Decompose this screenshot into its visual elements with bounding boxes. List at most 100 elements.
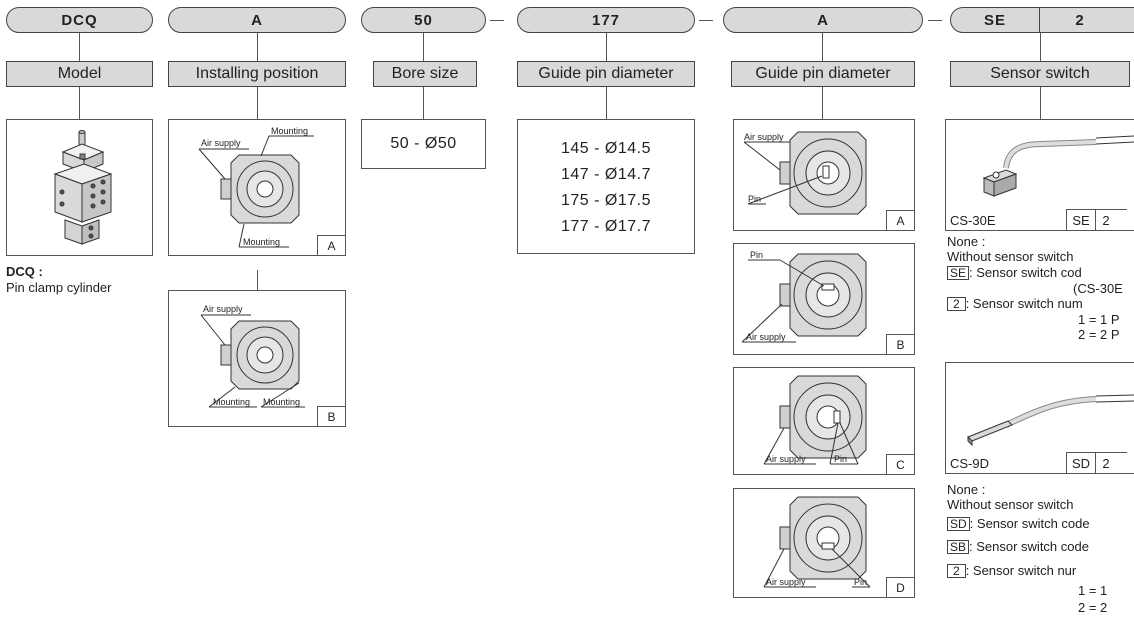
pin-diameter-option: 177 - Ø17.7: [561, 218, 651, 235]
option-tag: A: [317, 235, 345, 255]
connector: [79, 33, 80, 61]
connector: [606, 87, 607, 119]
separator-dash: [928, 20, 942, 21]
mounting-label: Mounting: [263, 397, 300, 407]
bore-option: 50 - Ø50: [390, 135, 457, 152]
air-supply-label: Air supply: [746, 332, 786, 342]
sensor-num: 2: [1102, 455, 1110, 471]
model-code: DCQ :: [6, 264, 43, 279]
option-tag: D: [886, 577, 914, 597]
sensor-cs9d-illustration: [967, 394, 1134, 447]
pin-diagram-a: Air supply Pin: [743, 131, 867, 215]
connector: [79, 87, 80, 119]
connector: [423, 33, 424, 61]
separator-dash: [490, 20, 504, 21]
sensor-code-box: SE: [947, 266, 970, 280]
sensor-code-tag: SE 2: [1066, 209, 1127, 230]
code-pill-installing: A: [168, 7, 346, 33]
code-pill-bore: 50: [361, 7, 486, 33]
pin-position-option-c: Air supply Pin C: [733, 367, 915, 475]
sensor-num: 2: [1075, 11, 1085, 29]
sensor-num-desc: : Sensor switch num: [965, 296, 1083, 311]
connector: [257, 33, 258, 61]
connector: [257, 270, 258, 290]
sensor-code-box: SD: [947, 517, 970, 531]
air-supply-label: Air supply: [766, 454, 806, 464]
pin-diameter-option: 147 - Ø14.7: [561, 166, 651, 183]
sensor-num-row: 2: Sensor switch nur: [947, 563, 1076, 578]
installing-option-a: Air supply Mounting Mounting A: [168, 119, 346, 256]
code-pill-pin-position: A: [723, 7, 923, 33]
pin-label: Pin: [748, 194, 761, 204]
label-pin-position: Guide pin diameter: [731, 61, 915, 87]
mounting-label: Mounting: [213, 397, 250, 407]
pin-label: Pin: [854, 577, 867, 587]
label-model: Model: [6, 61, 153, 87]
pin-diameter-option: 145 - Ø14.5: [561, 140, 651, 157]
label-sensor: Sensor switch: [950, 61, 1130, 87]
sensor-code-model: (CS-30E: [1073, 281, 1123, 296]
connector: [1040, 87, 1041, 119]
sensor-num-1: 1 = 1 P: [1078, 312, 1120, 327]
model-image-box: [6, 119, 153, 256]
sensor-code-desc: : Sensor switch code: [969, 516, 1090, 531]
sensor-model: CS-9D: [950, 456, 990, 471]
sensor-code-row: SD: Sensor switch code: [947, 516, 1090, 531]
model-desc: Pin clamp cylinder: [6, 280, 112, 295]
pin-position-option-d: Air supply Pin D: [733, 488, 915, 598]
pin-label: Pin: [834, 454, 847, 464]
connector: [606, 33, 607, 61]
sensor-cs30e-illustration: [982, 135, 1134, 197]
pin-position-option-b: Pin Air supply B: [733, 243, 915, 355]
air-supply-label: Air supply: [203, 304, 243, 314]
sensor-code-row: SE: Sensor switch cod: [947, 265, 1082, 280]
label-pin-diameter: Guide pin diameter: [517, 61, 695, 87]
code-pill-pin-diameter: 177: [517, 7, 695, 33]
separator-dash: [699, 20, 713, 21]
label-bore: Bore size: [373, 61, 477, 87]
sensor-num-2: 2 = 2 P: [1078, 327, 1120, 342]
sensor-none-label: None :: [947, 234, 986, 249]
air-supply-label: Air supply: [744, 132, 784, 142]
sensor-code: SD: [1067, 453, 1096, 473]
sensor-code: SE: [1067, 210, 1096, 230]
option-tag: B: [886, 334, 914, 354]
sensor-code: SE: [951, 8, 1040, 32]
pin-diagram-d: Air supply Pin: [763, 496, 871, 588]
sensor-num-1: 1 = 1: [1078, 583, 1108, 598]
installing-diagram-b: Air supply Mounting Mounting: [200, 304, 305, 408]
connector: [423, 87, 424, 119]
air-supply-label: Air supply: [766, 577, 806, 587]
installing-diagram-a: Air supply Mounting Mounting: [198, 126, 314, 248]
pin-label: Pin: [750, 250, 763, 260]
installing-option-b: Air supply Mounting Mounting B: [168, 290, 346, 427]
pin-diameter-options-box: 145 - Ø14.5 147 - Ø14.7 175 - Ø17.5 177 …: [517, 119, 695, 254]
sensor-none-desc: Without sensor switch: [947, 497, 1074, 512]
connector: [822, 33, 823, 61]
sensor-sd-box: CS-9D SD 2: [945, 362, 1134, 474]
sensor-num-box: 2: [947, 564, 966, 578]
connector: [822, 87, 823, 119]
mounting-label: Mounting: [243, 237, 280, 247]
sensor-num-2: 2 = 2: [1078, 600, 1108, 615]
pin-position-option-a: Air supply Pin A: [733, 119, 915, 231]
sensor-se-box: CS-30E SE 2: [945, 119, 1134, 231]
sensor-code-desc: : Sensor switch cod: [969, 265, 1082, 280]
sensor-code-desc: : Sensor switch code: [969, 539, 1089, 554]
air-supply-label: Air supply: [201, 138, 241, 148]
sensor-code-row: SB: Sensor switch code: [947, 539, 1089, 554]
mounting-label: Mounting: [271, 126, 308, 136]
connector: [257, 87, 258, 119]
connector: [1040, 33, 1041, 61]
sensor-code-tag: SD 2: [1066, 452, 1127, 473]
sensor-code-box: SB: [947, 540, 970, 554]
sensor-num-box: 2: [947, 297, 966, 311]
sensor-num: 2: [1102, 212, 1110, 228]
bore-options-box: 50 - Ø50: [361, 119, 486, 169]
pin-diameter-option: 175 - Ø17.5: [561, 192, 651, 209]
sensor-model: CS-30E: [950, 213, 996, 228]
option-tag: B: [317, 406, 345, 426]
code-pill-sensor: SE 2: [950, 7, 1134, 33]
sensor-num-desc: : Sensor switch nur: [965, 563, 1077, 578]
pin-diagram-b: Pin Air supply: [741, 250, 867, 343]
